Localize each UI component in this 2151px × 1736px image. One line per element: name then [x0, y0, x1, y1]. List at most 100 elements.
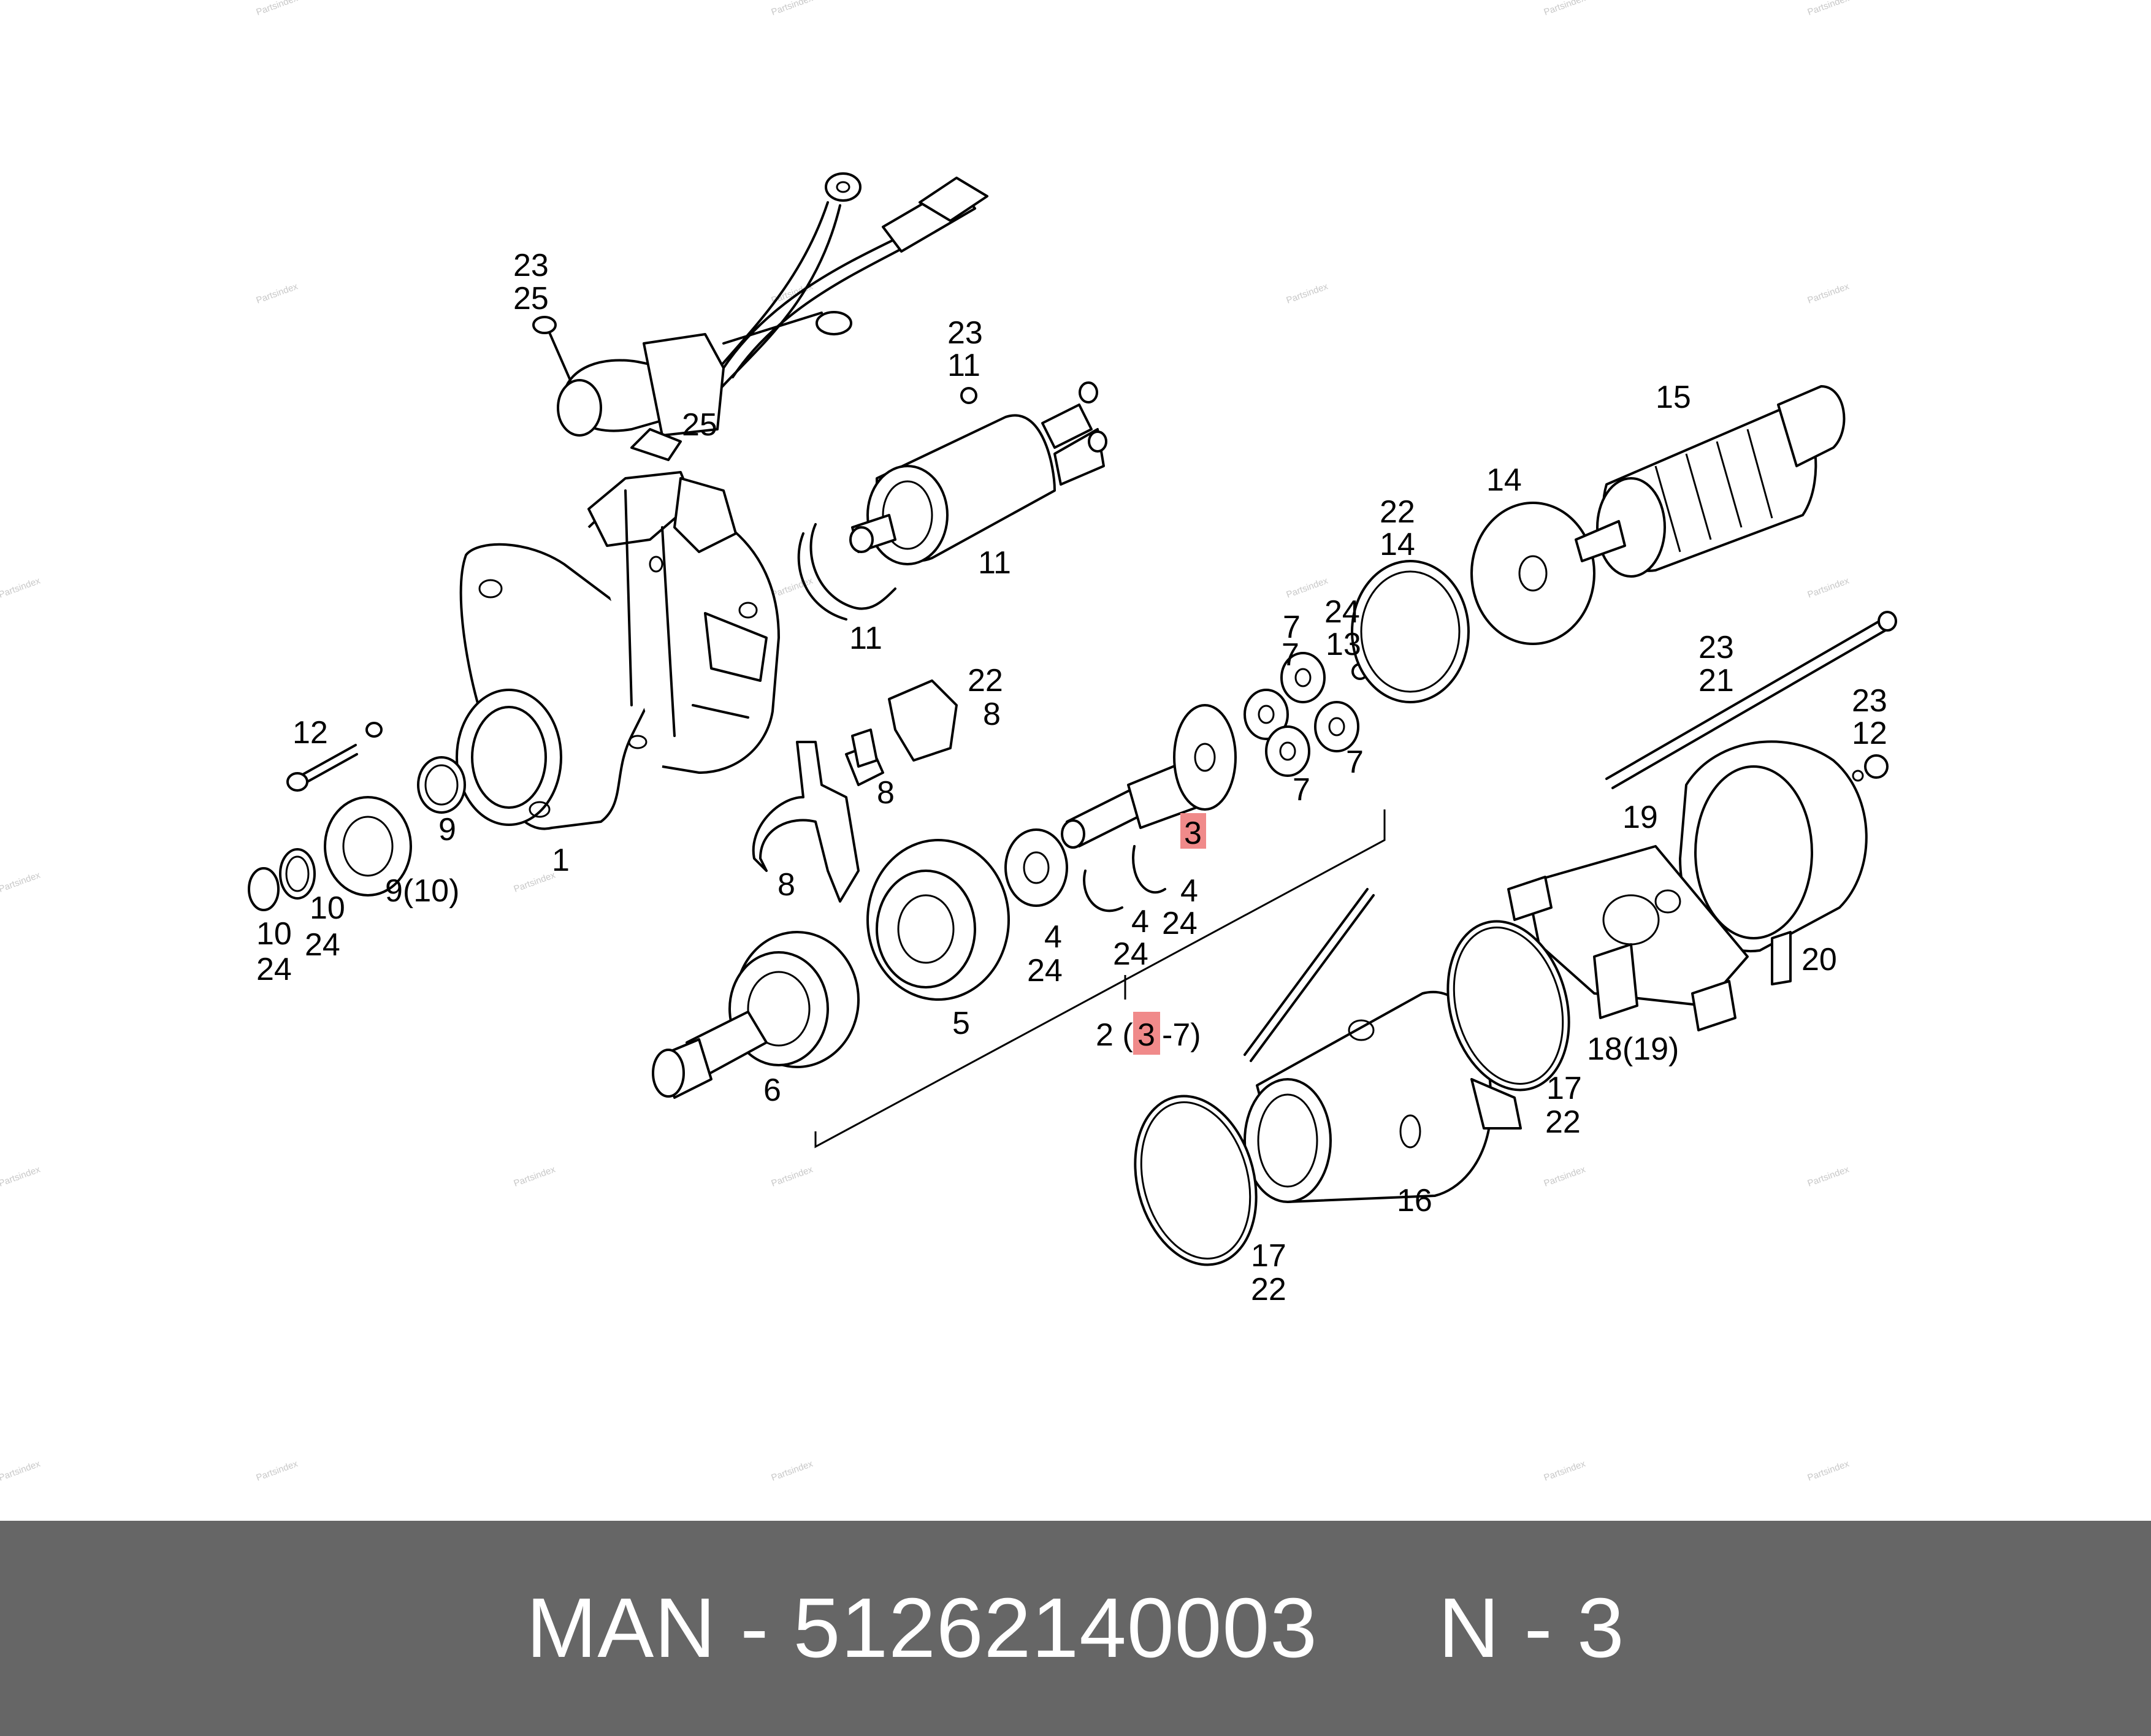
part-5-gear-housing: [866, 828, 1068, 1001]
callout-22: 22: [1251, 1272, 1286, 1307]
callout-19: 19: [1622, 800, 1658, 835]
part-25-harness: [532, 172, 988, 461]
callout-25: 25: [513, 281, 549, 316]
callout-17: 17: [1546, 1071, 1582, 1106]
part-14-ring-and-washer: [1351, 502, 1595, 703]
callout-15: 15: [1656, 380, 1691, 415]
callout-11: 11: [849, 621, 882, 656]
callout-7: 7: [1293, 772, 1310, 808]
callout-7: 7: [1346, 744, 1364, 780]
callout-7: 7: [1282, 637, 1299, 673]
watermark: Partsindex: [1543, 1458, 1587, 1483]
watermark: Partsindex: [1543, 1164, 1587, 1188]
part-3-planet-carrier: [1061, 652, 1369, 912]
callout-9: 9: [438, 812, 456, 847]
watermark: Partsindex: [770, 1164, 815, 1188]
callout-22: 22: [1380, 494, 1415, 530]
callout-23: 23: [947, 315, 983, 351]
separator: -: [740, 1581, 770, 1675]
callout-8: 8: [777, 867, 795, 903]
callout-24: 24: [256, 952, 292, 987]
watermark: Partsindex: [0, 870, 42, 894]
callout-24: 24: [1027, 953, 1063, 988]
part-pinion-clutch: [248, 722, 466, 911]
watermark: Partsindex: [513, 1164, 557, 1188]
callout-24: 24: [1162, 906, 1198, 941]
callout-4: 4: [1131, 904, 1149, 939]
part-number: 51262140003: [793, 1581, 1318, 1675]
callout-21: 21: [1698, 663, 1734, 698]
part-21-through-bolt: [1605, 611, 1897, 789]
callout-18-19: 18(19): [1587, 1031, 1679, 1067]
part-17-o-rings: [1134, 920, 1570, 1266]
part-11-solenoid: [797, 381, 1107, 621]
part-number-caption: MAN - 51262140003 N - 3: [526, 1580, 1624, 1677]
highlight-part-3-range: [1133, 1012, 1160, 1055]
watermark: Partsindex: [513, 870, 557, 894]
callout-1: 1: [552, 843, 570, 878]
watermark: Partsindex: [1285, 575, 1330, 600]
callout-23: 23: [1698, 630, 1734, 665]
callout-22: 22: [968, 663, 1003, 698]
watermark: Partsindex: [1806, 1164, 1851, 1188]
callout-5: 5: [952, 1006, 970, 1041]
callout-16: 16: [1397, 1183, 1432, 1218]
callout-labels: 23 25 25 23 11 11 11 15 22 14 14 7 7 24 …: [256, 248, 1887, 1307]
watermark: Partsindex: [1806, 281, 1851, 305]
callout-24: 24: [1324, 594, 1360, 630]
callout-12: 12: [292, 715, 328, 751]
watermark: Partsindex: [1806, 1458, 1851, 1483]
callout-8: 8: [983, 697, 1001, 732]
callout-11: 11: [978, 545, 1011, 581]
callout-9-10: 9(10): [385, 873, 459, 909]
range-label-suffix: -7): [1162, 1017, 1201, 1053]
callout-4: 4: [1044, 919, 1062, 955]
callout-10: 10: [256, 916, 292, 952]
part-15-armature: [1575, 385, 1846, 578]
callout-6: 6: [763, 1073, 781, 1108]
highlight-part-3-top: [1180, 813, 1206, 849]
callout-23: 23: [513, 248, 549, 283]
callout-12: 12: [1852, 716, 1887, 751]
callout-11: 11: [947, 348, 980, 383]
watermark: Partsindex: [1806, 575, 1851, 600]
watermark: Partsindex: [0, 1164, 42, 1188]
watermark: Partsindex: [1806, 0, 1851, 18]
part-6-output-shaft: [652, 931, 860, 1099]
callout-24: 24: [305, 927, 340, 963]
range-label-prefix: 2 (: [1096, 1017, 1133, 1053]
callout-17: 17: [1251, 1238, 1286, 1274]
part-20-end-cover: [1679, 740, 1889, 985]
callout-14: 14: [1486, 462, 1522, 498]
callout-25: 25: [682, 407, 717, 443]
watermark: Partsindex: [255, 0, 300, 18]
watermark: Partsindex: [1285, 281, 1330, 305]
position-code: N - 3: [1438, 1581, 1625, 1675]
callout-8: 8: [877, 775, 895, 811]
callout-13: 13: [1326, 627, 1361, 662]
assembly-bracket: [814, 809, 1386, 1149]
exploded-parts-diagram: Partsindex Partsindex Partsindex Partsin…: [0, 0, 1897, 1483]
part-1-drive-housing: [456, 471, 780, 830]
part-16-field-frame: [1244, 888, 1522, 1203]
callout-4: 4: [1180, 873, 1198, 909]
range-label-highlighted: 3: [1137, 1017, 1155, 1053]
brand-name: MAN: [526, 1581, 716, 1675]
watermark: Partsindex: [255, 281, 300, 305]
watermark: Partsindex: [770, 0, 815, 18]
callout-24: 24: [1113, 936, 1148, 972]
watermark: Partsindex: [770, 575, 815, 600]
callout-23: 23: [1852, 683, 1887, 719]
watermark: Partsindex: [255, 1458, 300, 1483]
callout-20: 20: [1801, 942, 1837, 977]
callout-3-highlighted: 3: [1184, 816, 1202, 851]
callout-10: 10: [310, 890, 345, 926]
part-8-shift-lever: [752, 679, 958, 903]
part-info-footer: MAN - 51262140003 N - 3: [0, 1521, 2151, 1736]
callout-7: 7: [1283, 610, 1301, 645]
callout-14: 14: [1380, 527, 1415, 562]
watermark: Partsindex: [0, 1458, 42, 1483]
watermark: Partsindex: [770, 1458, 815, 1483]
watermark: Partsindex: [0, 575, 42, 600]
callout-22: 22: [1545, 1104, 1581, 1140]
